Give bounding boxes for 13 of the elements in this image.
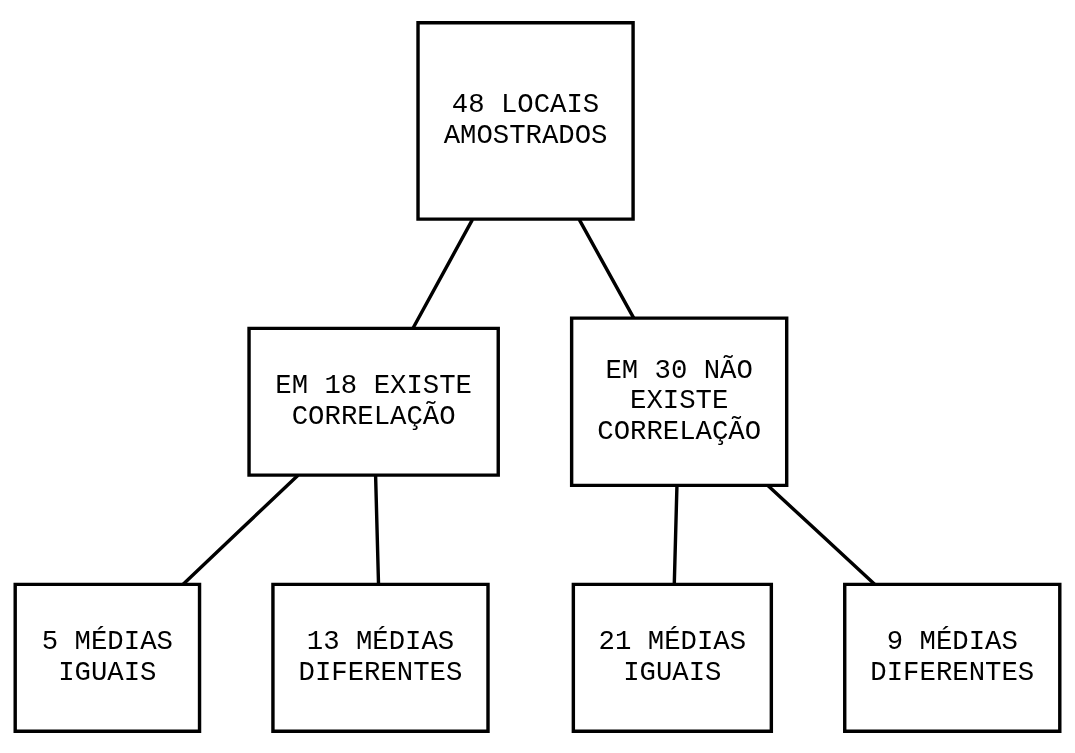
connector bbox=[577, 218, 636, 319]
node-box: 5 MÉDIAS IGUAIS bbox=[13, 582, 202, 733]
connector bbox=[373, 474, 381, 584]
node-box: 9 MÉDIAS DIFERENTES bbox=[843, 582, 1062, 733]
connector bbox=[182, 473, 300, 585]
node-box: EM 18 EXISTE CORRELAÇÃO bbox=[247, 326, 500, 477]
node-box: EM 30 NÃO EXISTE CORRELAÇÃO bbox=[569, 315, 789, 487]
node-box: 48 LOCAIS AMOSTRADOS bbox=[416, 20, 635, 221]
connector bbox=[672, 484, 679, 584]
node-box: 13 MÉDIAS DIFERENTES bbox=[271, 582, 490, 733]
connector bbox=[411, 218, 474, 329]
connector bbox=[766, 483, 876, 585]
node-box: 21 MÉDIAS IGUAIS bbox=[571, 582, 774, 733]
